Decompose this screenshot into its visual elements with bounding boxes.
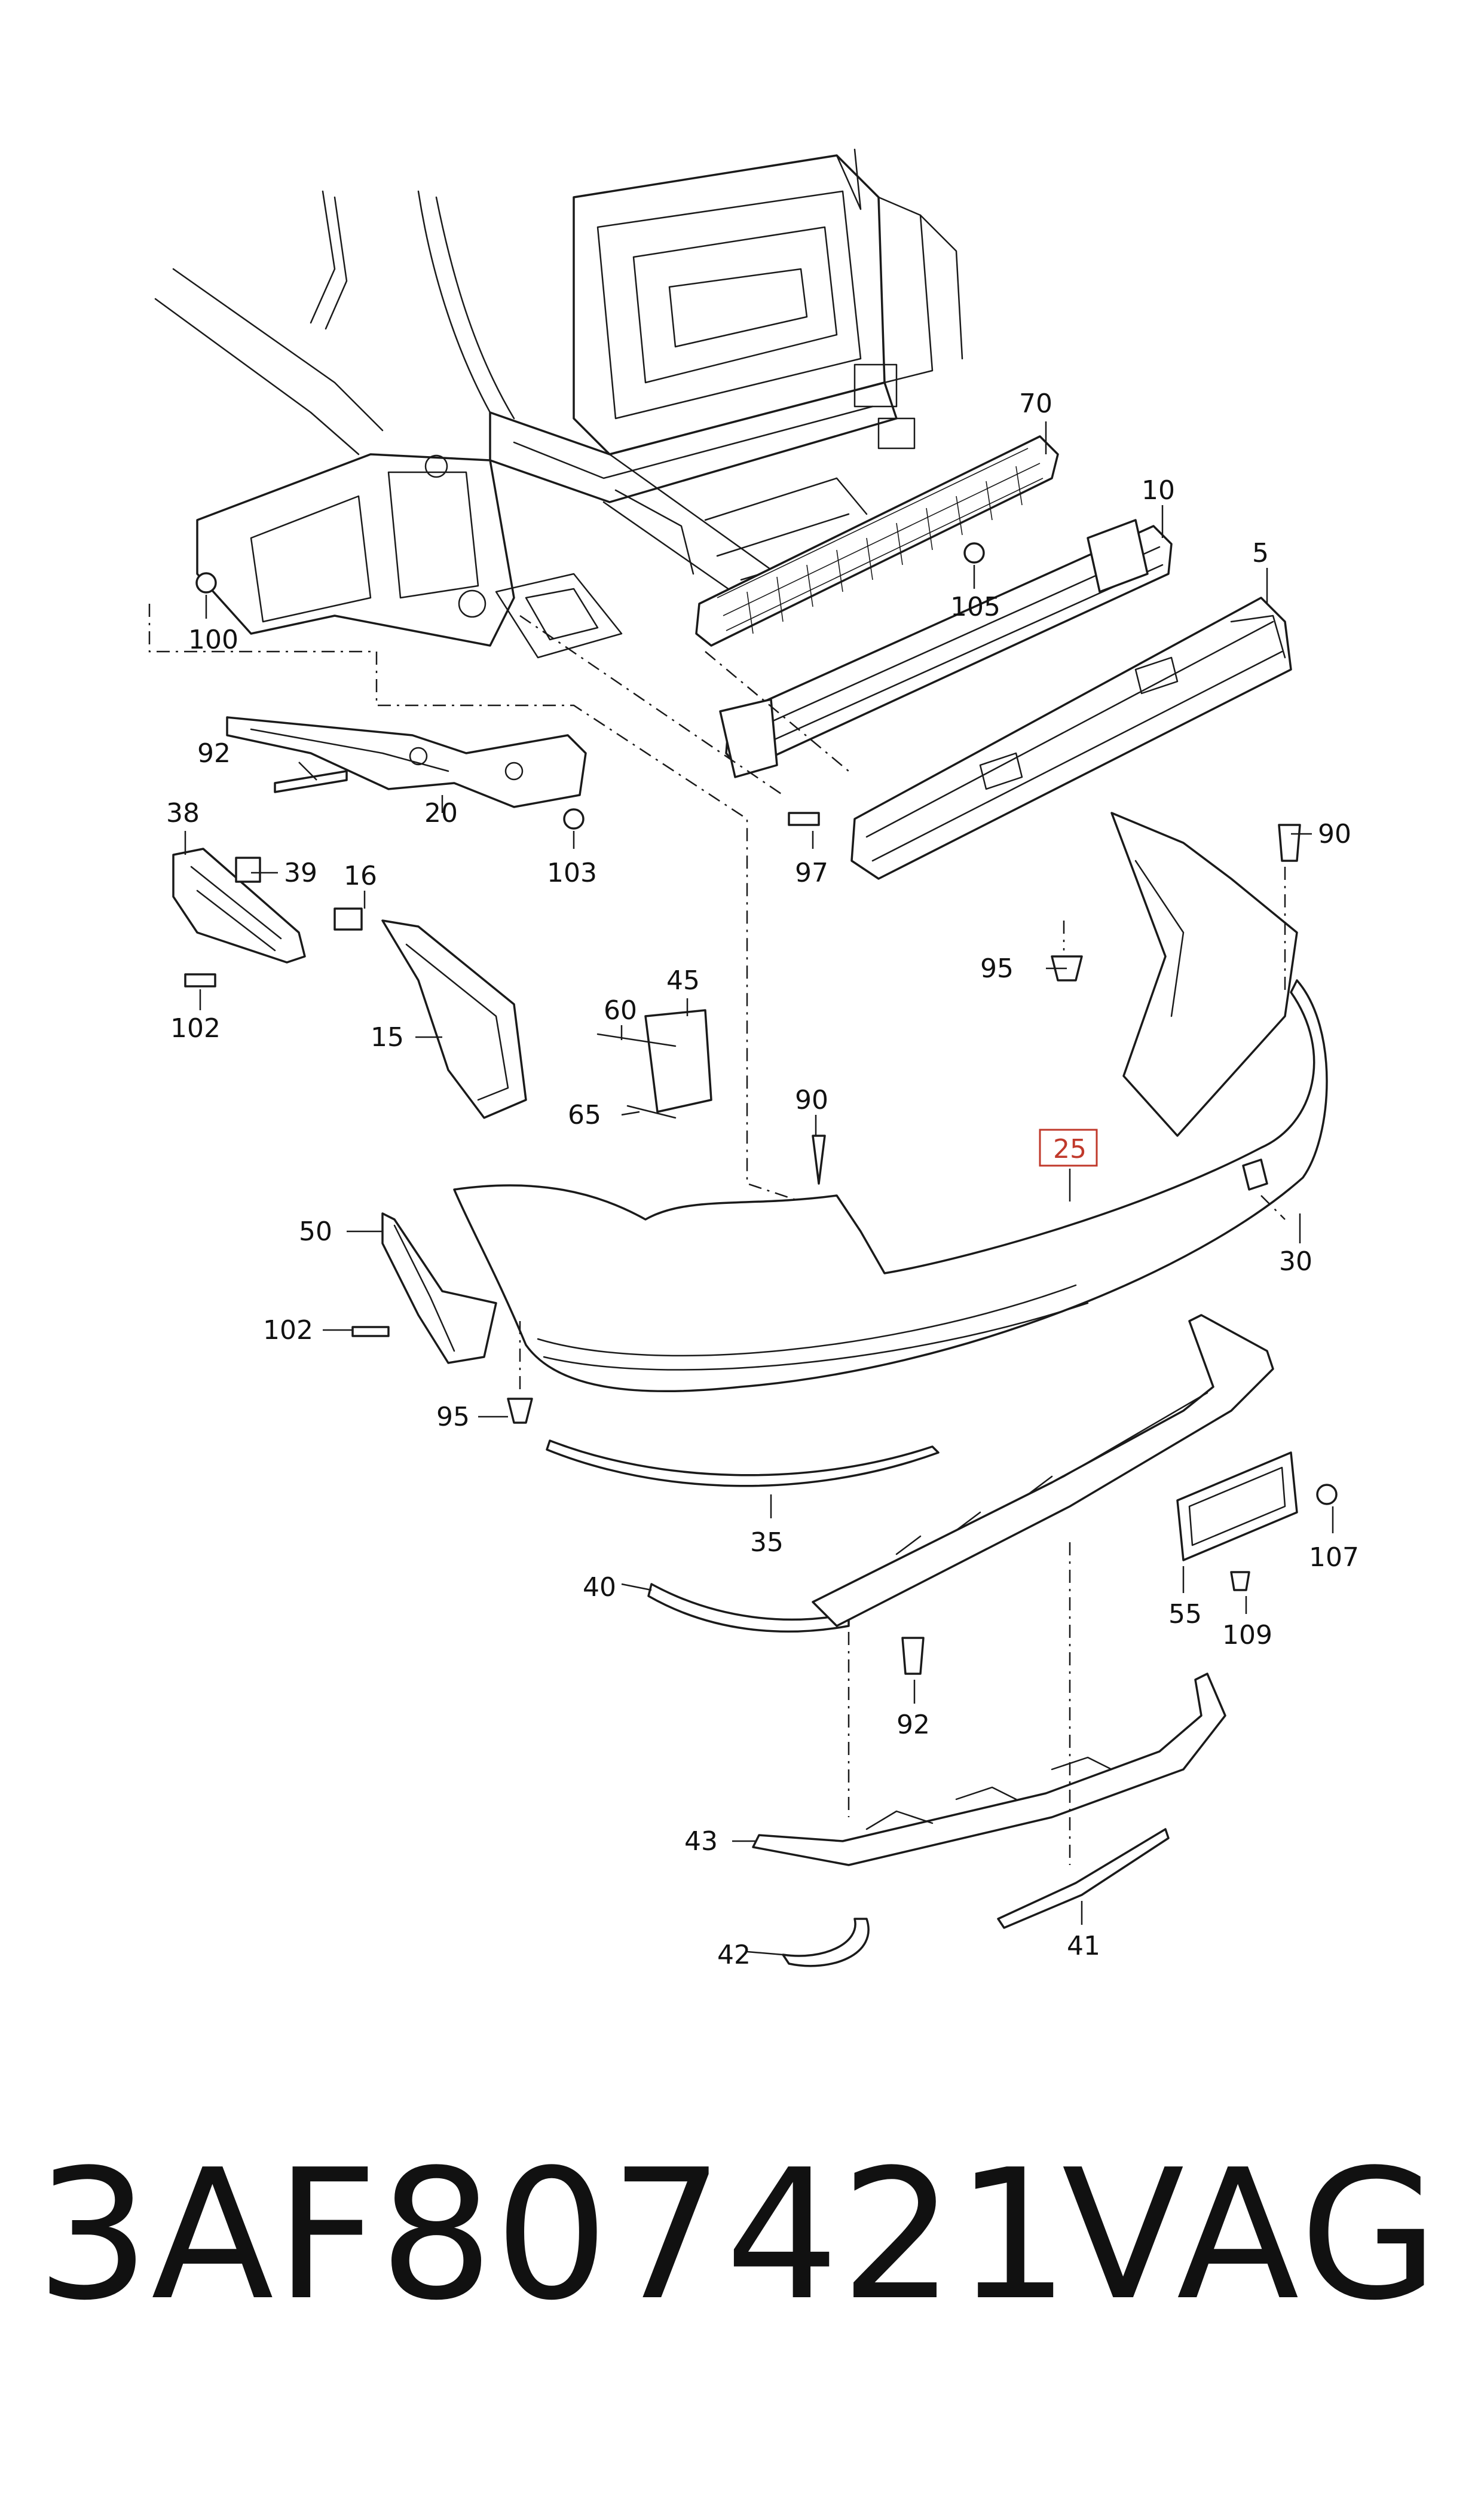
callout-38: 38	[166, 798, 200, 829]
fasteners	[184, 542, 1338, 1675]
bumper-reinforcement-10	[719, 519, 1173, 778]
brand-name: VAG	[1061, 2131, 1442, 2340]
callout-labels: 70 10 5 105 100 92 20 103 97 38 39 16 10…	[166, 389, 1359, 1970]
callout-100: 100	[188, 625, 238, 655]
callout-25: 25	[1053, 1134, 1087, 1164]
callout-70: 70	[1019, 389, 1052, 419]
callout-35: 35	[750, 1527, 784, 1558]
callout-92: 92	[197, 738, 231, 769]
diffuser	[812, 1314, 1274, 1627]
callout-95: 95	[980, 953, 1014, 984]
callout-50: 50	[299, 1216, 332, 1247]
callout-5: 5	[1252, 538, 1269, 568]
callout-25-box	[1039, 1129, 1098, 1167]
alignment-lines	[148, 604, 1286, 1865]
callout-16: 16	[344, 861, 377, 891]
callout-55: 55	[1168, 1599, 1202, 1630]
callout-65: 65	[568, 1100, 601, 1130]
callout-103: 103	[547, 858, 597, 888]
callout-15: 15	[371, 1022, 404, 1053]
side-guide-bracket-20	[226, 716, 587, 808]
callout-42: 42	[717, 1940, 751, 1970]
callout-60: 60	[604, 995, 637, 1026]
callout-109: 109	[1222, 1620, 1272, 1650]
trim-41	[997, 1828, 1170, 1929]
callout-30: 30	[1279, 1246, 1312, 1277]
callout-40: 40	[583, 1572, 616, 1603]
bracket-38	[172, 848, 306, 964]
callout-90-right: 90	[1318, 819, 1351, 849]
callout-10: 10	[1142, 475, 1175, 506]
leader-lines	[184, 421, 1334, 1956]
bracket-15	[333, 907, 527, 1119]
mudflap-50	[381, 1212, 497, 1364]
callout-97: 97	[795, 858, 828, 888]
car-body-structure	[154, 148, 963, 659]
trim-strip-40	[647, 1583, 850, 1633]
license-plate-bracket-55	[1176, 1451, 1298, 1561]
callout-102: 102	[170, 1013, 221, 1044]
energy-absorber-5	[850, 597, 1292, 880]
callout-105: 105	[950, 592, 1000, 622]
callout-92-lower: 92	[896, 1710, 930, 1740]
bumper-cover-25	[453, 812, 1328, 1393]
callout-41: 41	[1067, 1931, 1100, 1961]
callout-90: 90	[795, 1085, 828, 1115]
energy-absorber-70	[695, 435, 1059, 647]
callout-45: 45	[666, 965, 700, 996]
lower-trim-43	[752, 1673, 1226, 1866]
callout-95-lower: 95	[436, 1402, 470, 1432]
part-number: 3AF807421	[36, 2131, 1071, 2340]
pads-45-60-65	[596, 1009, 712, 1119]
trim-42	[782, 1918, 870, 1967]
trim-strip-35	[546, 1439, 940, 1487]
callout-107: 107	[1309, 1542, 1359, 1573]
callout-102-lower: 102	[263, 1315, 313, 1346]
callout-43: 43	[684, 1826, 718, 1857]
callout-20: 20	[424, 798, 458, 829]
callout-39: 39	[284, 858, 317, 888]
